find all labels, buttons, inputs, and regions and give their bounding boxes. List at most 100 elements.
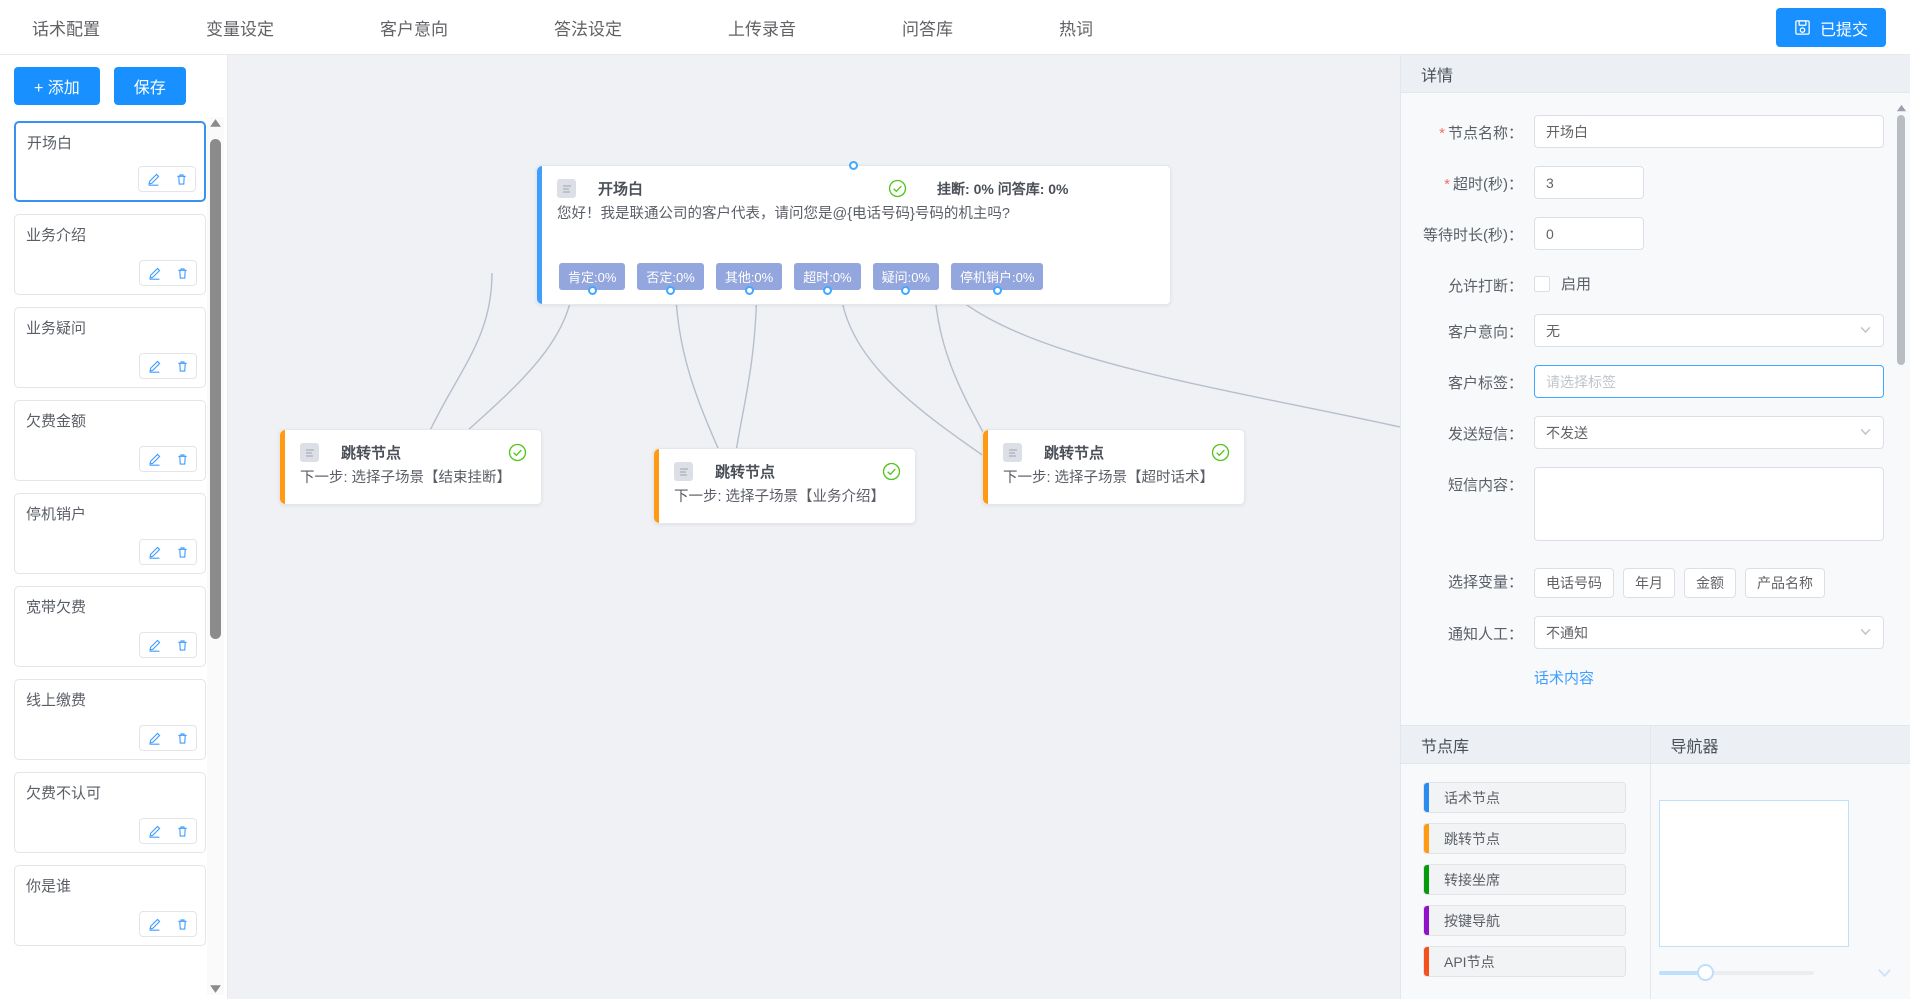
tab-answer-settings[interactable]: 答法设定	[554, 19, 622, 39]
branch-output-port[interactable]	[992, 286, 1002, 295]
node-library-item[interactable]: 按键导航	[1423, 905, 1626, 936]
trash-icon[interactable]	[168, 819, 196, 843]
flow-canvas[interactable]: 开场白 挂断: 0% 问答库: 0% 您好！我是联通公司的客户代表，请问您是@{…	[229, 55, 1400, 999]
pencil-icon[interactable]	[140, 819, 168, 843]
branch-chip[interactable]: 肯定:0%	[559, 263, 626, 295]
send-sms-select[interactable]: 不发送	[1534, 416, 1884, 449]
pencil-icon[interactable]	[140, 633, 168, 657]
scene-operations	[139, 539, 197, 565]
variable-chip[interactable]: 电话号码	[1534, 568, 1614, 598]
tab-customer-intent[interactable]: 客户意向	[380, 19, 448, 39]
branch-output-port[interactable]	[901, 286, 911, 295]
save-scene-button[interactable]: 保存	[113, 67, 186, 105]
branch-chip[interactable]: 疑问:0%	[872, 263, 940, 295]
flow-node-opening[interactable]: 开场白 挂断: 0% 问答库: 0% 您好！我是联通公司的客户代表，请问您是@{…	[536, 161, 1171, 305]
tab-upload-recording[interactable]: 上传录音	[728, 19, 796, 39]
detail-panel: 详情 *节点名称： *超时(秒)： 等待时长(秒)：	[1400, 55, 1910, 725]
trash-icon[interactable]	[168, 447, 196, 471]
pencil-icon[interactable]	[140, 354, 168, 378]
tab-qa-library[interactable]: 问答库	[902, 19, 953, 39]
scene-operations	[139, 725, 197, 751]
pencil-icon[interactable]	[140, 261, 168, 285]
submit-button[interactable]: 已提交	[1775, 8, 1886, 47]
branch-chip[interactable]: 其他:0%	[715, 263, 783, 295]
flow-node-jump-hangup[interactable]: 跳转节点 下一步: 选择子场景【结束挂断】	[279, 429, 542, 505]
script-content-link[interactable]: 话术内容	[1534, 670, 1595, 687]
branch-chip[interactable]: 停机销户:0%	[951, 263, 1044, 295]
chevron-down-icon[interactable]	[1876, 964, 1893, 981]
scene-card[interactable]: 业务介绍	[14, 214, 206, 295]
sidebar-scrollbar-thumb[interactable]	[210, 139, 221, 639]
node-name-input[interactable]	[1534, 115, 1884, 148]
detail-scrollbar[interactable]	[1896, 101, 1907, 671]
sms-content-textarea[interactable]	[1534, 467, 1884, 541]
pencil-icon[interactable]	[140, 447, 168, 471]
branch-output-port[interactable]	[744, 286, 754, 295]
tab-hot-words[interactable]: 热词	[1059, 19, 1093, 39]
node-library-item[interactable]: 话术节点	[1423, 782, 1626, 813]
branch-output-port[interactable]	[587, 286, 597, 295]
pencil-icon[interactable]	[140, 912, 168, 936]
branch-chip[interactable]: 超时:0%	[794, 263, 861, 295]
scroll-up-arrow-icon[interactable]	[209, 117, 222, 130]
trash-icon[interactable]	[168, 540, 196, 564]
pencil-icon[interactable]	[140, 726, 168, 750]
node-library-item-label: 转接坐席	[1444, 871, 1500, 888]
branch-chip[interactable]: 否定:0%	[637, 263, 704, 295]
branch-output-port[interactable]	[822, 286, 832, 295]
notify-agent-value: 不通知	[1546, 624, 1588, 641]
sidebar-actions: + 添加 保存	[0, 55, 227, 113]
scene-card[interactable]: 你是谁	[14, 865, 206, 946]
node-library-item[interactable]: 跳转节点	[1423, 823, 1626, 854]
variable-chip[interactable]: 年月	[1623, 568, 1675, 598]
scroll-down-arrow-icon[interactable]	[209, 982, 222, 995]
scene-card[interactable]: 欠费不认可	[14, 772, 206, 853]
tab-script-config[interactable]: 话术配置	[32, 19, 100, 39]
branch-output-port[interactable]	[666, 286, 676, 295]
scene-card[interactable]: 业务疑问	[14, 307, 206, 388]
variable-chip[interactable]: 金额	[1684, 568, 1736, 598]
node-library-item-label: API节点	[1444, 953, 1495, 970]
scroll-up-arrow-icon[interactable]	[1896, 101, 1907, 119]
scene-card[interactable]: 开场白	[14, 121, 206, 202]
node-library-item[interactable]: 转接坐席	[1423, 864, 1626, 895]
customer-intent-select[interactable]: 无	[1534, 314, 1884, 347]
node-color-bar	[537, 166, 542, 304]
flow-node-jump-business[interactable]: 跳转节点 下一步: 选择子场景【业务介绍】	[653, 448, 916, 524]
trash-icon[interactable]	[168, 633, 196, 657]
customer-tag-input[interactable]	[1534, 365, 1884, 398]
pencil-icon[interactable]	[139, 167, 167, 191]
wait-duration-input[interactable]	[1534, 217, 1644, 250]
script-node-icon	[557, 179, 576, 198]
variable-chip[interactable]: 产品名称	[1745, 568, 1825, 598]
form-row-node-name: *节点名称：	[1401, 115, 1884, 148]
scene-card[interactable]: 宽带欠费	[14, 586, 206, 667]
node-library-item[interactable]: API节点	[1423, 946, 1626, 977]
flow-node-jump-timeout[interactable]: 跳转节点 下一步: 选择子场景【超时话术】	[982, 429, 1245, 505]
customer-intent-label: 客户意向：	[1447, 324, 1523, 341]
trash-icon[interactable]	[168, 261, 196, 285]
customer-tag-label: 客户标签：	[1447, 375, 1523, 392]
trash-icon[interactable]	[168, 726, 196, 750]
pencil-icon[interactable]	[140, 540, 168, 564]
node-statistics: 挂断: 0% 问答库: 0%	[937, 180, 1069, 197]
trash-icon[interactable]	[168, 354, 196, 378]
zoom-slider-knob[interactable]	[1697, 963, 1714, 981]
detail-scrollbar-thumb[interactable]	[1897, 115, 1905, 365]
timeout-input[interactable]	[1534, 166, 1644, 199]
scene-card[interactable]: 欠费金额	[14, 400, 206, 481]
allow-interrupt-checkbox[interactable]	[1534, 275, 1550, 292]
scene-name: 你是谁	[26, 878, 72, 895]
trash-icon[interactable]	[167, 167, 195, 191]
notify-agent-select[interactable]: 不通知	[1534, 616, 1884, 649]
trash-icon[interactable]	[168, 912, 196, 936]
zoom-slider[interactable]	[1659, 963, 1814, 981]
submit-button-label: 已提交	[1819, 21, 1868, 39]
scene-card[interactable]: 停机销户	[14, 493, 206, 574]
tab-variable-settings[interactable]: 变量设定	[206, 19, 274, 39]
sidebar-scrollbar[interactable]	[207, 117, 224, 995]
navigator-minimap[interactable]	[1659, 800, 1849, 947]
add-scene-button[interactable]: + 添加	[14, 67, 100, 105]
node-input-port[interactable]	[848, 161, 858, 170]
scene-card[interactable]: 线上缴费	[14, 679, 206, 760]
